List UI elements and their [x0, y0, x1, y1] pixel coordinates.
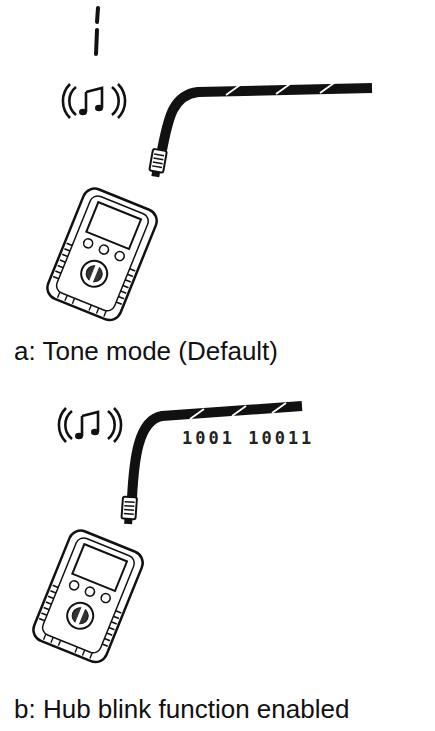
panel-caption: a: Tone mode (Default) — [14, 336, 278, 367]
data-bits: 1001 10011 — [182, 428, 314, 448]
panel-caption: b: Hub blink function enabled — [14, 694, 349, 725]
